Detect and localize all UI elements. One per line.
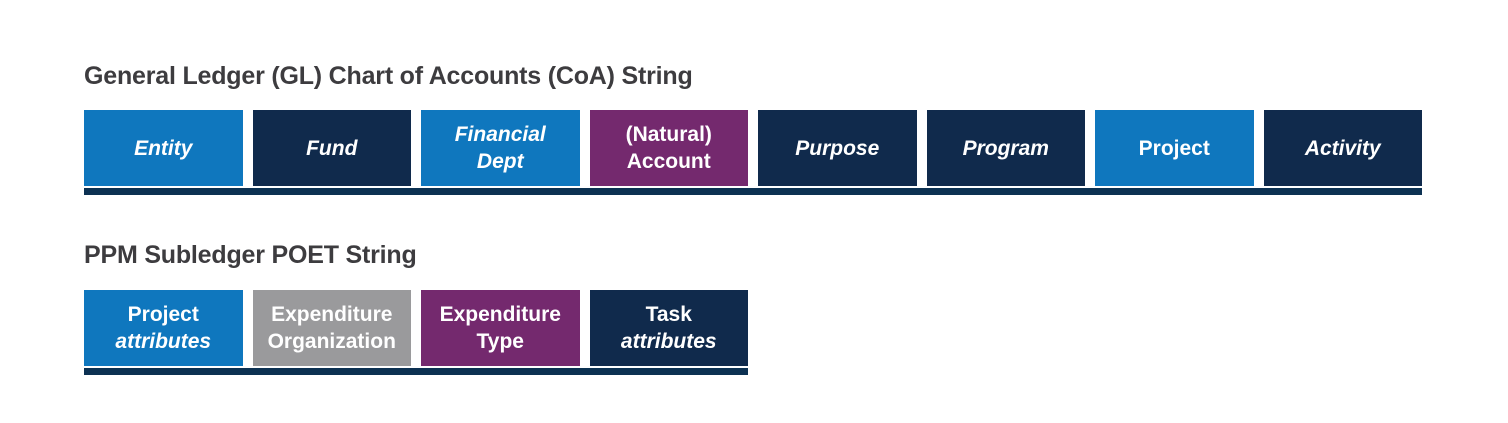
poet-box-expenditure-organization-label-line1: Expenditure bbox=[271, 303, 393, 326]
gl-coa-underline-bar bbox=[84, 188, 1422, 195]
poet-box-expenditure-organization-label-line2: Organization bbox=[267, 330, 396, 353]
poet-box-expenditure-organization: Expenditure Organization bbox=[252, 290, 411, 366]
gl-box-financial-dept-label-line1: Financial bbox=[454, 123, 546, 146]
poet-box-project-attributes-label-line2: attributes bbox=[115, 330, 212, 353]
gl-box-financial-dept-label-line2: Dept bbox=[476, 150, 524, 173]
poet-box-project-attributes-label-line1: Project bbox=[127, 303, 199, 326]
gl-box-project: Project bbox=[1095, 110, 1254, 186]
gl-box-program-label: Program bbox=[962, 136, 1049, 160]
gl-box-entity-label: Entity bbox=[134, 136, 193, 160]
poet-box-expenditure-type-label-line2: Type bbox=[476, 330, 524, 353]
gl-box-financial-dept: Financial Dept bbox=[421, 110, 580, 186]
poet-box-expenditure-type: Expenditure Type bbox=[421, 290, 580, 366]
poet-box-project-attributes: Project attributes bbox=[84, 290, 243, 366]
gl-coa-row: Entity Fund Financial Dept (Natural) Acc… bbox=[84, 110, 1422, 186]
gl-box-activity: Activity bbox=[1263, 110, 1422, 186]
poet-box-task-attributes-label-line1: Task bbox=[645, 303, 692, 326]
poet-box-task-attributes: Task attributes bbox=[589, 290, 748, 366]
gl-box-natural-account-label-line1: (Natural) bbox=[625, 123, 712, 146]
gl-box-purpose: Purpose bbox=[758, 110, 917, 186]
gl-box-natural-account: (Natural) Account bbox=[589, 110, 748, 186]
gl-box-program: Program bbox=[926, 110, 1085, 186]
gl-box-activity-label: Activity bbox=[1304, 136, 1381, 160]
gl-box-project-label: Project bbox=[1138, 136, 1210, 160]
gl-box-fund: Fund bbox=[252, 110, 411, 186]
gl-box-fund-label: Fund bbox=[306, 136, 358, 160]
gl-box-natural-account-label-line2: Account bbox=[626, 150, 711, 173]
ppm-poet-title: PPM Subledger POET String bbox=[84, 241, 417, 269]
ppm-poet-row: Project attributes Expenditure Organizat… bbox=[84, 290, 748, 366]
gl-box-purpose-label: Purpose bbox=[795, 136, 880, 160]
poet-box-expenditure-type-label-line1: Expenditure bbox=[439, 303, 561, 326]
poet-box-task-attributes-label-line2: attributes bbox=[620, 330, 717, 353]
ppm-poet-underline-bar bbox=[84, 368, 748, 375]
gl-box-entity: Entity bbox=[84, 110, 243, 186]
gl-coa-title: General Ledger (GL) Chart of Accounts (C… bbox=[84, 62, 693, 90]
